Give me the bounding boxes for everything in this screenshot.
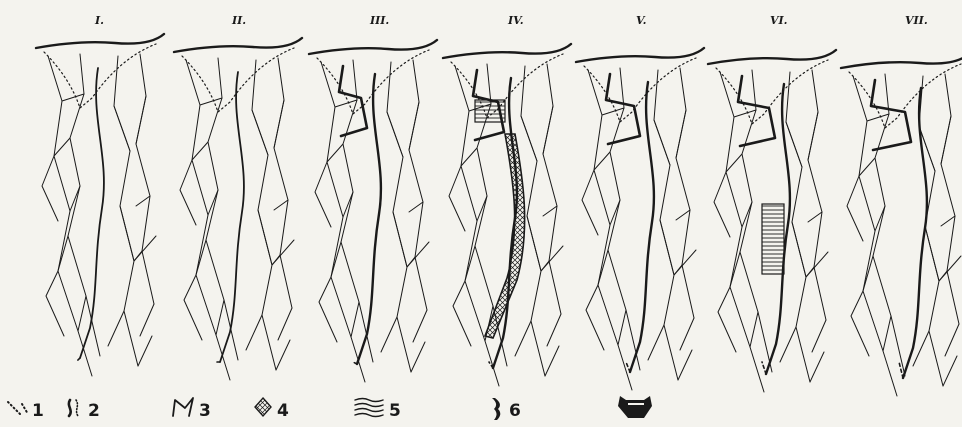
legend-number: 1 [32,401,44,421]
grain-boundary [272,240,294,370]
panel-label: VII. [905,14,928,27]
cavity-outline [871,80,911,150]
legend-item-6: 6 [492,398,521,421]
grain-boundary [714,172,736,352]
grain-boundary [108,106,134,346]
grain-boundary [114,56,138,366]
legend-item-1: 1 [8,401,44,421]
vein-continuation [626,362,630,372]
grain-boundary [541,106,561,346]
legend-number: 4 [277,401,289,421]
panel-4: IV. [443,14,571,386]
legend-number: 2 [88,401,100,421]
grain-boundary [919,76,943,386]
panel-7: VII. [841,14,962,396]
grain-boundary [407,242,429,372]
grain-boundary [582,170,604,350]
grain-boundary [134,96,154,336]
central-vein [80,68,104,358]
grain-boundary [541,246,563,376]
grain-boundary [939,116,959,356]
central-vein [220,72,244,362]
horizontal-hatch-fill [475,100,505,122]
legend-number: 5 [389,401,401,421]
grain-boundary [806,112,826,352]
legend-item-4: 4 [255,398,289,421]
legend-number: 6 [509,401,521,421]
grain-boundary [806,252,828,382]
grain-boundary [674,110,694,350]
grain-boundary [786,72,810,382]
central-vein [630,82,654,372]
horizontal-hatch-fill [762,204,784,274]
grain-boundary [648,120,674,360]
crosshatch-fill-symbol [255,398,271,416]
cavity-outline [606,74,640,144]
grain-boundary [674,250,696,380]
legend-item-3: 3 [173,398,211,421]
grain-boundary [808,70,826,320]
legend-number: 3 [199,401,211,421]
grain-boundary [315,162,337,342]
panel-label: III. [369,14,389,27]
surface-line [708,50,836,64]
central-vein [903,88,927,378]
panel-3: III. [309,14,437,382]
panel-label: VI. [770,14,788,27]
grain-boundary [409,60,427,310]
grain-boundary [274,58,292,308]
fracture-lines-symbol [173,398,193,416]
panel-1: I. [36,14,164,376]
surface-line [576,48,704,62]
grain-boundary [381,112,407,352]
grain-boundary [136,54,154,304]
grain-boundary [407,102,427,342]
panel-2: II. [174,14,302,380]
legend-item-5: 5 [355,399,401,422]
dark-vein-symbol [492,398,500,420]
surface-line [841,54,962,68]
grain-boundary [939,256,961,386]
bracket-cap-symbol [618,396,652,418]
panel-6: VI. [708,14,836,392]
cavity-outline [738,76,775,146]
surface-line [309,40,437,54]
grain-boundary [676,68,694,318]
surface-line [174,38,302,52]
vein-continuation [762,362,766,374]
grain-boundary [449,166,471,346]
panel-label: V. [636,14,647,27]
wavy-boundary-symbol [69,400,78,416]
grain-boundary [134,236,156,366]
grain-boundary [252,60,276,370]
grain-boundary [180,160,202,340]
vein-continuation [76,358,80,362]
panel-label: I. [94,14,104,27]
grain-boundary [387,62,411,372]
panels-layer: I. II. III. IV. V. VI. VII. [36,14,962,396]
panel-5: V. [576,14,704,390]
panel-label: II. [231,14,246,27]
horizontal-hatch-symbol [355,399,383,417]
legend-item-2: 2 [69,400,100,421]
grain-boundary [847,176,869,356]
surface-line [36,34,164,48]
grain-boundary [246,110,272,350]
legend-item-7 [618,396,652,418]
legend: 1 2 3 4 5 6 [8,396,652,421]
panel-label: IV. [507,14,524,27]
grain-boundary [543,64,561,314]
grain-boundary [941,74,959,324]
crosshatch-fill [485,134,525,338]
grain-boundary [42,156,64,336]
grain-boundary [654,70,678,380]
dotted-line-symbol [8,402,28,414]
surface-line [443,44,571,58]
central-vein [357,74,381,364]
grain-boundary [272,100,292,340]
